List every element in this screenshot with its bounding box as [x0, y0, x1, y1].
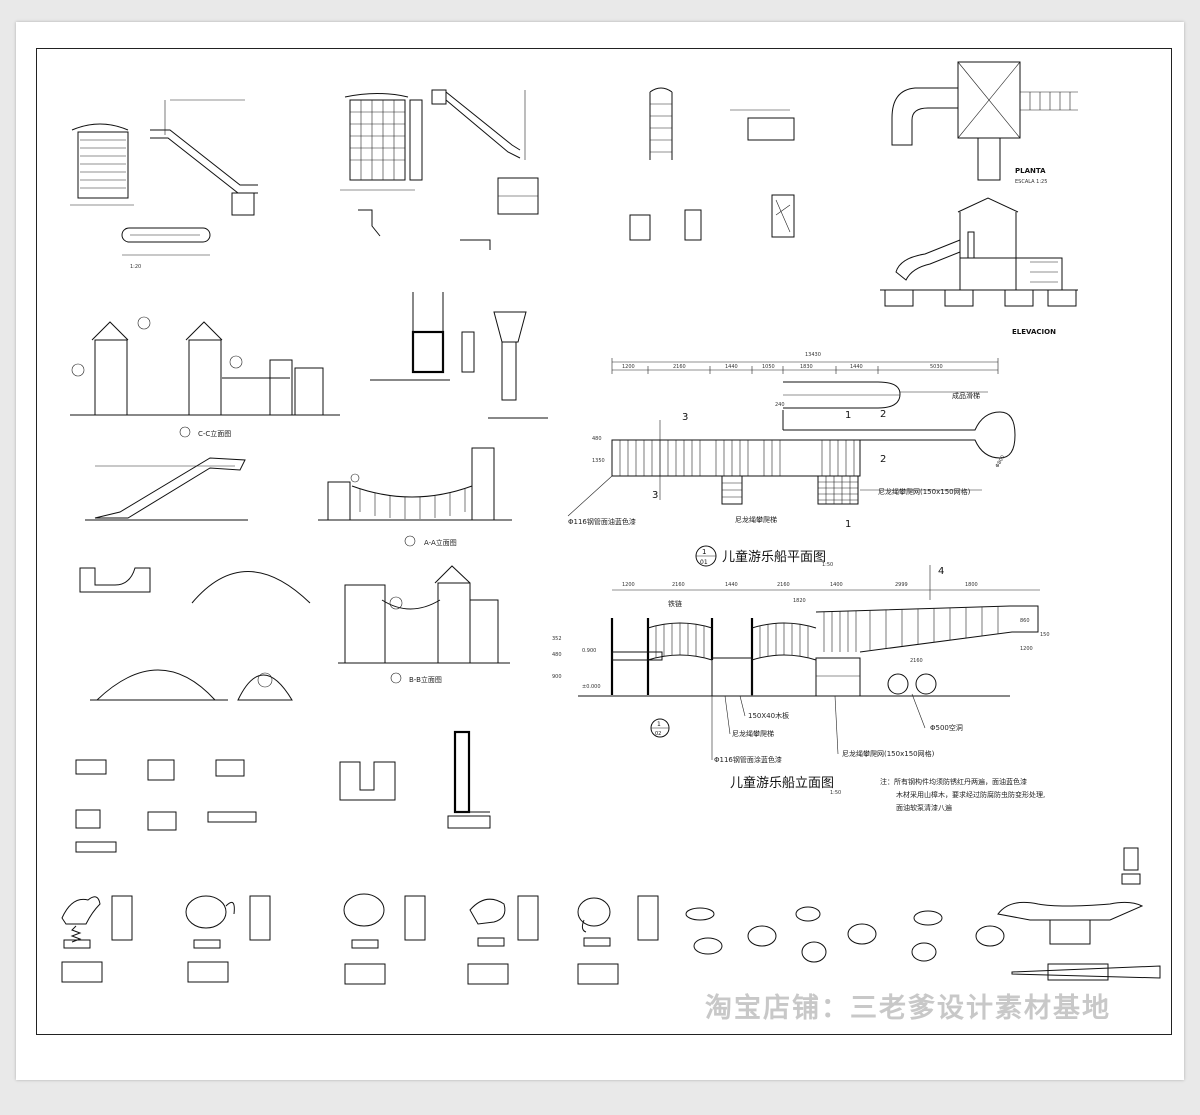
svg-text:1:20: 1:20 — [130, 264, 141, 270]
spring-rider-row — [61, 847, 1161, 985]
elev-board-label: 150X40木板 — [748, 711, 789, 720]
elev-sub-dim2: 2160 — [910, 658, 923, 664]
note-line: 木材采用山樟木，要求经过防腐防虫防变形处理, — [896, 790, 1045, 799]
note-line: 注：所有钢构件均须防锈红丹两遍，面油蓝色漆 — [880, 777, 1027, 786]
plan-mark-3: 3 — [652, 490, 658, 501]
grid-slope-detail — [340, 89, 539, 250]
plan-scale: 1:50 — [822, 562, 833, 568]
elev-index-bottom: 02 — [655, 731, 661, 737]
plan-pipe-label: Φ116钢管面油蓝色漆 — [568, 517, 636, 526]
elev-net-label: 尼龙绳攀爬网(150x150网格) — [842, 749, 935, 758]
plan-ladder-label: 尼龙绳攀爬梯 — [735, 515, 777, 524]
elev-level-900: 0.900 — [582, 648, 596, 654]
post-sections — [370, 292, 548, 419]
plan-index-top: 1 — [702, 548, 706, 556]
plan-index-bottom: 01 — [700, 559, 708, 566]
elev-left-dim: 900 — [552, 674, 562, 680]
elev-sub-dim: 1820 — [793, 598, 806, 604]
boat-elevation: 1200 2160 1440 2160 1400 2999 1800 1820 … — [552, 565, 1050, 796]
plan-title: 儿童游乐船平面图 — [722, 549, 826, 565]
elev-chain-label: 铁链 — [668, 599, 682, 608]
plan-mark-1: 1 — [845, 410, 851, 421]
elev-scale: 1:50 — [830, 790, 841, 796]
plan-side-dim: 1350 — [592, 458, 605, 464]
plan-dim: 1440 — [850, 364, 863, 370]
elev-dim: 2160 — [672, 582, 685, 588]
elev-dim: 1800 — [965, 582, 978, 588]
plan-dia: Φ800 — [995, 454, 1007, 469]
aa-elevation: A-A立面图 — [318, 447, 512, 547]
slide-tower-elevation: ELEVACION — [880, 197, 1078, 336]
elev-dim: 1200 — [622, 582, 635, 588]
plan-side-dim: 480 — [592, 436, 602, 442]
small-sections — [75, 759, 257, 853]
plan-mark-2: 2 — [880, 409, 886, 420]
drawing-frame — [36, 48, 1172, 1035]
bb-title: B-B立面图 — [409, 675, 442, 684]
elev-left-dim: 352 — [552, 636, 562, 642]
plan-total-dim: 13430 — [805, 352, 821, 358]
planta-label: PLANTA — [1015, 167, 1046, 175]
elev-dim: 2160 — [777, 582, 790, 588]
stair-detail-group: 1:20 — [70, 99, 258, 270]
elev-right-dim: 1200 — [1020, 646, 1033, 652]
slide-tower-plan: PLANTA ESCALA 1:25 — [891, 61, 1078, 185]
elev-ladder-label: 尼龙绳攀爬梯 — [732, 729, 774, 738]
elev-dim: 1400 — [830, 582, 843, 588]
note-line: 面油软泵清漆八遍 — [896, 803, 952, 812]
elevacion-label: ELEVACION — [1012, 328, 1056, 336]
plan-slide-label: 成品滑梯 — [952, 391, 980, 400]
elev-title: 儿童游乐船立面图 — [730, 775, 834, 791]
planta-scale: ESCALA 1:25 — [1015, 179, 1047, 185]
ladder-detail — [629, 87, 795, 241]
elev-dim: 2999 — [895, 582, 908, 588]
plan-dim: 1200 — [622, 364, 635, 370]
plan-dim: 1440 — [725, 364, 738, 370]
slope-elevation — [85, 457, 248, 521]
plan-net-label: 尼龙绳攀爬网(150x150网格) — [878, 487, 971, 496]
foundation-sections — [339, 730, 491, 829]
plan-dim: 5030 — [930, 364, 943, 370]
plan-dim: 1830 — [800, 364, 813, 370]
elev-pipe-label: Φ116钢管面涂蓝色漆 — [714, 755, 782, 764]
notes-block: 注：所有钢构件均须防锈红丹两遍，面油蓝色漆 木材采用山樟木，要求经过防腐防虫防变… — [880, 777, 1045, 812]
elev-index-top: 1 — [657, 721, 661, 728]
elev-right-dim: 860 — [1020, 618, 1030, 624]
plan-dim-240: 240 — [775, 402, 785, 408]
elev-dim: 1440 — [725, 582, 738, 588]
elev-mark-4: 4 — [938, 566, 944, 577]
cc-elevation: C-C立面图 — [70, 316, 340, 438]
elev-right-dim: 150 — [1040, 632, 1050, 638]
aa-title: A-A立面图 — [424, 538, 457, 547]
plan-mark-3: 3 — [682, 412, 688, 423]
boat-plan: 13430 1200 2160 1440 1050 1830 1440 5030… — [567, 352, 1016, 568]
elev-hole-label: Φ500空洞 — [930, 723, 963, 732]
plan-dim: 2160 — [673, 364, 686, 370]
bb-elevation: B-B立面图 — [338, 565, 510, 684]
elev-left-dim: 480 — [552, 652, 562, 658]
elev-level-0: ±0.000 — [582, 684, 601, 690]
plan-mark-2: 2 — [880, 454, 886, 465]
plan-dim: 1050 — [762, 364, 775, 370]
plan-mark-1: 1 — [845, 519, 851, 530]
cc-title: C-C立面图 — [198, 429, 231, 438]
watermark: 淘宝店铺：三老爹设计素材基地 — [705, 992, 1111, 1024]
mound-details — [79, 567, 311, 701]
